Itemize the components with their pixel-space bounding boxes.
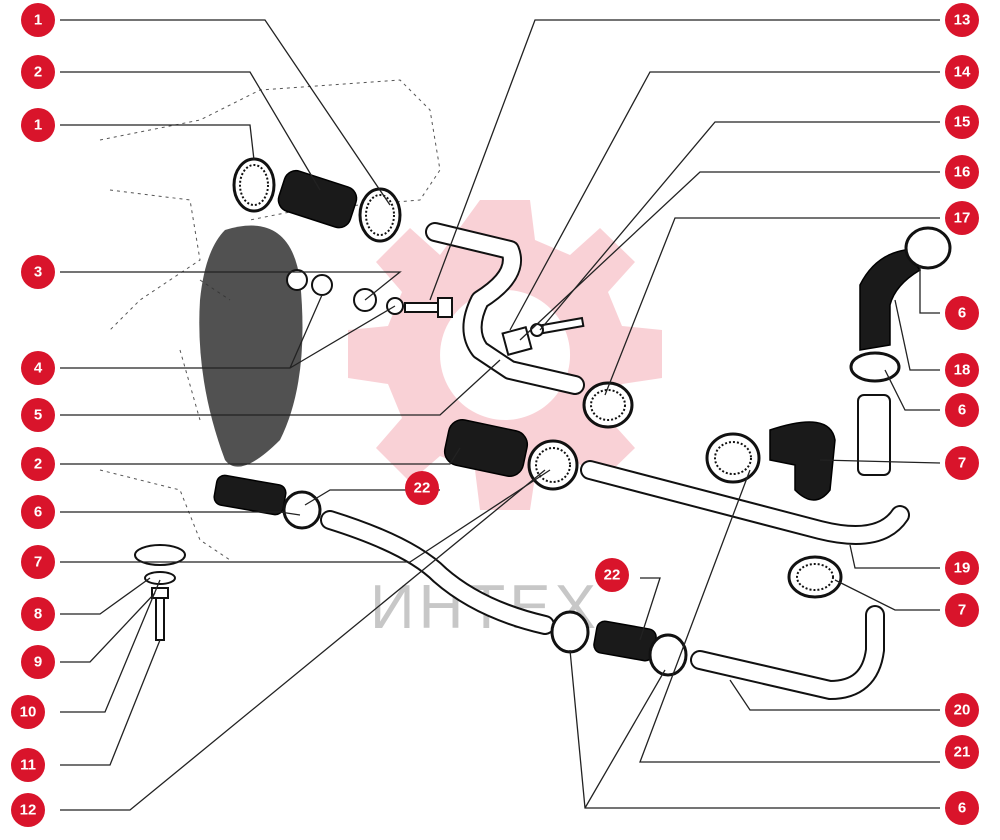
callout-7: 7 xyxy=(945,446,979,480)
tube-vertical xyxy=(857,394,891,476)
callout-22: 22 xyxy=(405,471,439,505)
svg-text:3: 3 xyxy=(34,264,42,281)
callout-14: 14 xyxy=(945,55,979,89)
callout-22: 22 xyxy=(595,558,629,592)
callout-3: 3 xyxy=(21,255,55,289)
svg-text:22: 22 xyxy=(604,567,621,584)
callout-6: 6 xyxy=(21,495,55,529)
svg-text:1: 1 xyxy=(34,12,42,29)
mount-bolt-set xyxy=(286,269,453,318)
elbow-hose xyxy=(769,421,836,501)
bent-hose xyxy=(859,249,922,351)
svg-text:5: 5 xyxy=(34,407,42,424)
clamp-left xyxy=(282,490,322,530)
svg-text:11: 11 xyxy=(20,757,36,774)
mount-stack xyxy=(134,544,186,641)
hose-left-small xyxy=(213,474,287,516)
callout-15: 15 xyxy=(945,105,979,139)
svg-text:7: 7 xyxy=(958,602,966,619)
callout-18: 18 xyxy=(945,353,979,387)
callout-20: 20 xyxy=(945,693,979,727)
callout-9: 9 xyxy=(21,645,55,679)
bracket-bolt xyxy=(501,316,585,356)
svg-text:22: 22 xyxy=(414,480,431,497)
callout-2: 2 xyxy=(21,447,55,481)
svg-text:6: 6 xyxy=(34,504,42,521)
callout-16: 16 xyxy=(945,155,979,189)
svg-text:18: 18 xyxy=(954,362,971,379)
svg-text:1: 1 xyxy=(34,117,42,134)
callout-21: 21 xyxy=(945,735,979,769)
callout-12: 12 xyxy=(11,793,45,827)
svg-text:15: 15 xyxy=(954,114,971,131)
callout-17: 17 xyxy=(945,201,979,235)
svg-text:12: 12 xyxy=(20,802,37,819)
svg-text:6: 6 xyxy=(958,402,966,419)
callout-13: 13 xyxy=(945,3,979,37)
clamp-bent-bottom xyxy=(849,351,901,383)
callout-6: 6 xyxy=(945,791,979,825)
callout-19: 19 xyxy=(945,551,979,585)
callout-6: 6 xyxy=(945,393,979,427)
svg-text:16: 16 xyxy=(954,164,971,181)
callout-7: 7 xyxy=(21,545,55,579)
svg-text:17: 17 xyxy=(954,210,971,227)
svg-text:19: 19 xyxy=(954,560,971,577)
svg-text:2: 2 xyxy=(34,456,42,473)
callout-1: 1 xyxy=(21,108,55,142)
svg-text:4: 4 xyxy=(34,360,43,377)
callout-4: 4 xyxy=(21,351,55,385)
clamp-lower-left xyxy=(550,610,590,654)
callout-1: 1 xyxy=(21,3,55,37)
callout-11: 11 xyxy=(11,748,45,782)
leader-lines xyxy=(60,19,941,811)
callout-6: 6 xyxy=(945,296,979,330)
svg-text:9: 9 xyxy=(34,654,42,671)
svg-text:14: 14 xyxy=(954,64,971,81)
callout-5: 5 xyxy=(21,398,55,432)
upper-hose-assembly xyxy=(232,157,402,243)
svg-text:7: 7 xyxy=(958,455,966,472)
svg-text:6: 6 xyxy=(958,305,966,322)
clamp-bent-top xyxy=(904,226,952,270)
hose-lower-connector xyxy=(593,620,657,662)
svg-text:7: 7 xyxy=(34,554,42,571)
svg-text:21: 21 xyxy=(954,744,971,761)
callout-2: 2 xyxy=(21,55,55,89)
callout-10: 10 xyxy=(11,695,45,729)
svg-text:2: 2 xyxy=(34,64,42,81)
svg-text:8: 8 xyxy=(34,606,42,623)
svg-text:10: 10 xyxy=(20,704,37,721)
callout-badges: 1 2 1 3 4 5 2 6 7 8 9 10 11 12 13 14 15 … xyxy=(11,3,979,827)
svg-text:20: 20 xyxy=(954,702,971,719)
hose-mid xyxy=(443,419,529,477)
radiator xyxy=(199,225,303,467)
svg-text:6: 6 xyxy=(958,800,966,817)
callout-8: 8 xyxy=(21,597,55,631)
hose-upper xyxy=(277,169,358,229)
callout-7: 7 xyxy=(945,593,979,627)
svg-text:13: 13 xyxy=(954,12,971,29)
